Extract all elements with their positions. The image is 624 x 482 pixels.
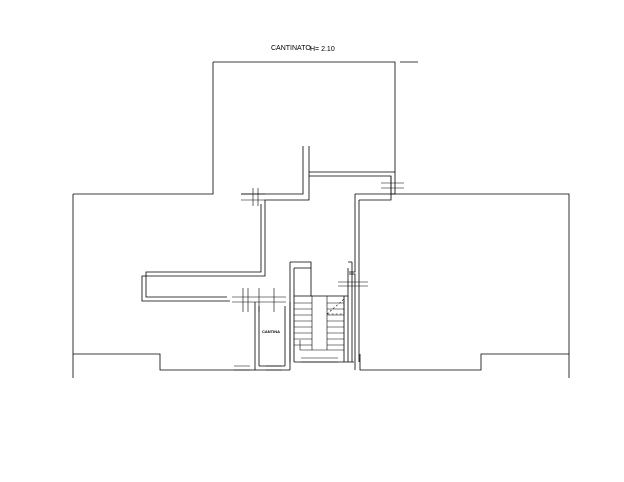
inner-wall-upper	[141, 146, 395, 302]
plan-title: CANTINATO	[271, 45, 311, 52]
stair-steps	[294, 296, 344, 351]
plan-height: H= 2.10	[310, 46, 335, 53]
thresholds	[234, 357, 338, 371]
cantina-walls	[254, 302, 291, 370]
outer-wall	[72, 61, 570, 378]
room-label-cantina: CANTINA	[262, 329, 280, 334]
stair-arrow	[326, 298, 345, 315]
inner-wall-right	[349, 193, 395, 370]
opening-marks	[232, 176, 404, 312]
